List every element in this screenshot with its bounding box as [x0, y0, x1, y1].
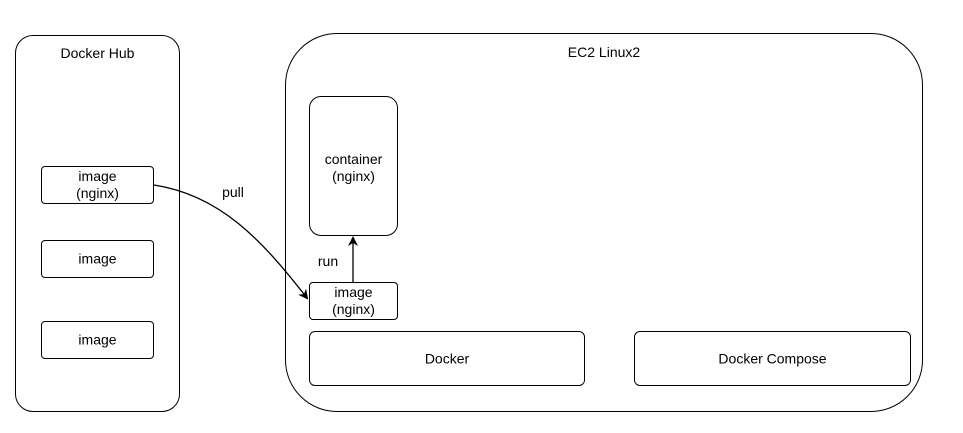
container-sublabel: (nginx): [332, 168, 375, 184]
container-nginx: container (nginx): [309, 96, 398, 236]
hub-image-nginx-sublabel: (nginx): [76, 185, 119, 201]
ec2-title: EC2 Linux2: [567, 44, 641, 60]
local-image-sublabel: (nginx): [332, 301, 375, 317]
hub-image-2: image: [41, 240, 154, 278]
docker-compose-box: Docker Compose: [634, 331, 911, 386]
docker-box: Docker: [309, 331, 585, 386]
local-image-label: image: [334, 284, 373, 300]
hub-image-2-label: image: [78, 250, 117, 267]
docker-label: Docker: [424, 350, 470, 366]
local-image-nginx: image (nginx): [309, 282, 398, 320]
container-label: container: [324, 151, 383, 167]
pull-arrow: [153, 184, 309, 300]
docker-compose-label: Docker Compose: [718, 350, 827, 366]
hub-image-nginx: image (nginx): [41, 166, 154, 204]
run-label: run: [317, 253, 339, 269]
docker-hub-title: Docker Hub: [60, 45, 135, 61]
hub-image-nginx-label: image: [78, 168, 117, 184]
hub-image-3: image: [41, 321, 154, 359]
pull-label: pull: [222, 184, 244, 200]
hub-image-3-label: image: [78, 331, 117, 348]
